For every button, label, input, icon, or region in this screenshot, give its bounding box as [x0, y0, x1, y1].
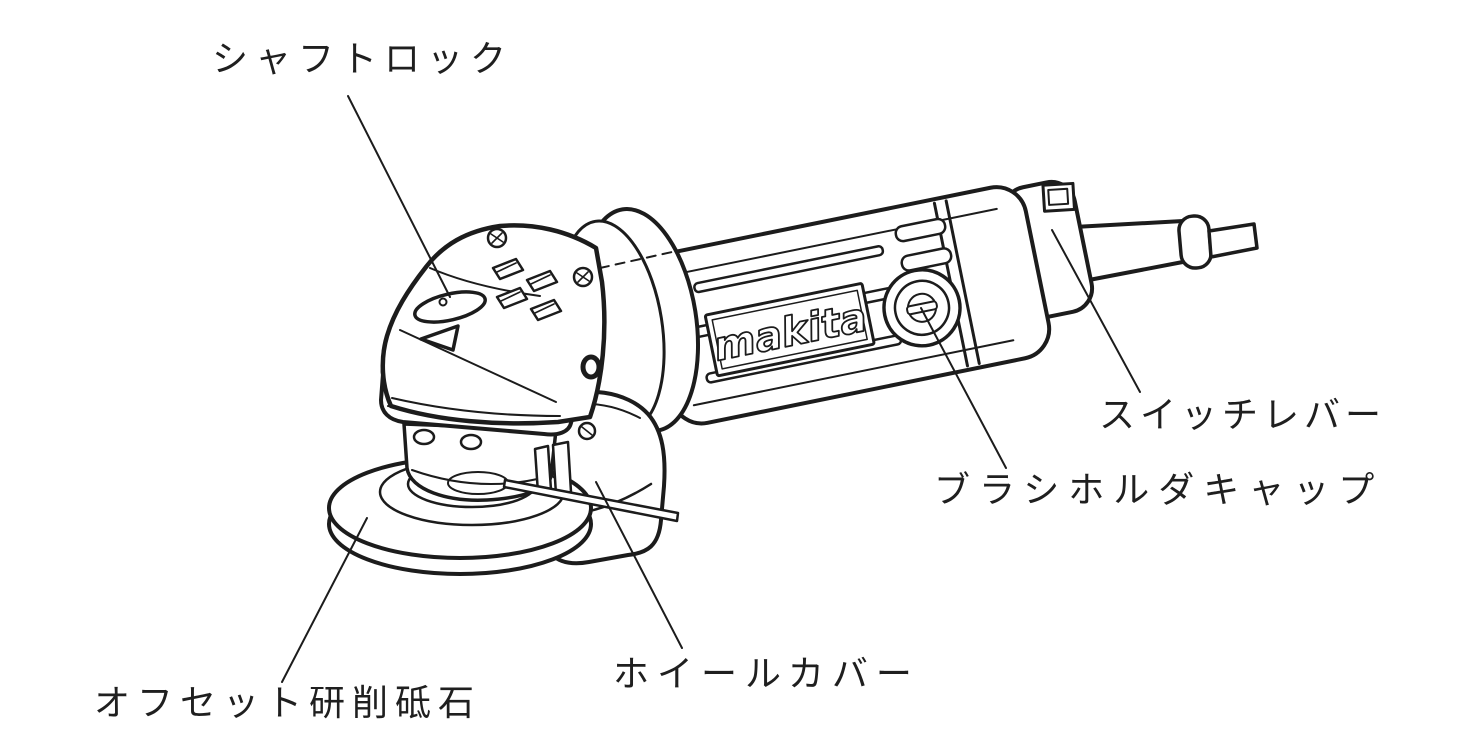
leader-offset-wheel [281, 517, 368, 683]
label-offset-wheel: オフセット研削砥石 [94, 683, 482, 724]
side-handle-hole [580, 354, 602, 380]
head-vents [491, 257, 563, 322]
leader-wheel-cover [595, 481, 683, 649]
label-shaft-lock: シャフトロック [212, 39, 514, 80]
clamp-lever [502, 478, 680, 523]
label-wheel-cover: ホイールカバー [613, 654, 920, 695]
cord-tip [1207, 222, 1259, 259]
hanger-detail [1041, 181, 1076, 213]
rotation-arrow [419, 324, 460, 352]
spindle-clamp [402, 422, 680, 523]
leader-lines [281, 95, 1141, 683]
leader-shaft-lock [347, 95, 451, 298]
hidden-edge-dashes [599, 251, 673, 269]
shaft-lock-button [413, 290, 487, 324]
cord-ring [1177, 214, 1213, 270]
leader-switch-lever [1051, 229, 1141, 393]
leader-brush-holder-cap [920, 307, 1007, 469]
label-brush-holder-cap: ブラシホルダキャップ [934, 470, 1384, 511]
motor-housing: makita [646, 179, 1095, 426]
head-screws [486, 227, 602, 441]
label-switch-lever: スイッチレバー [1099, 395, 1387, 436]
